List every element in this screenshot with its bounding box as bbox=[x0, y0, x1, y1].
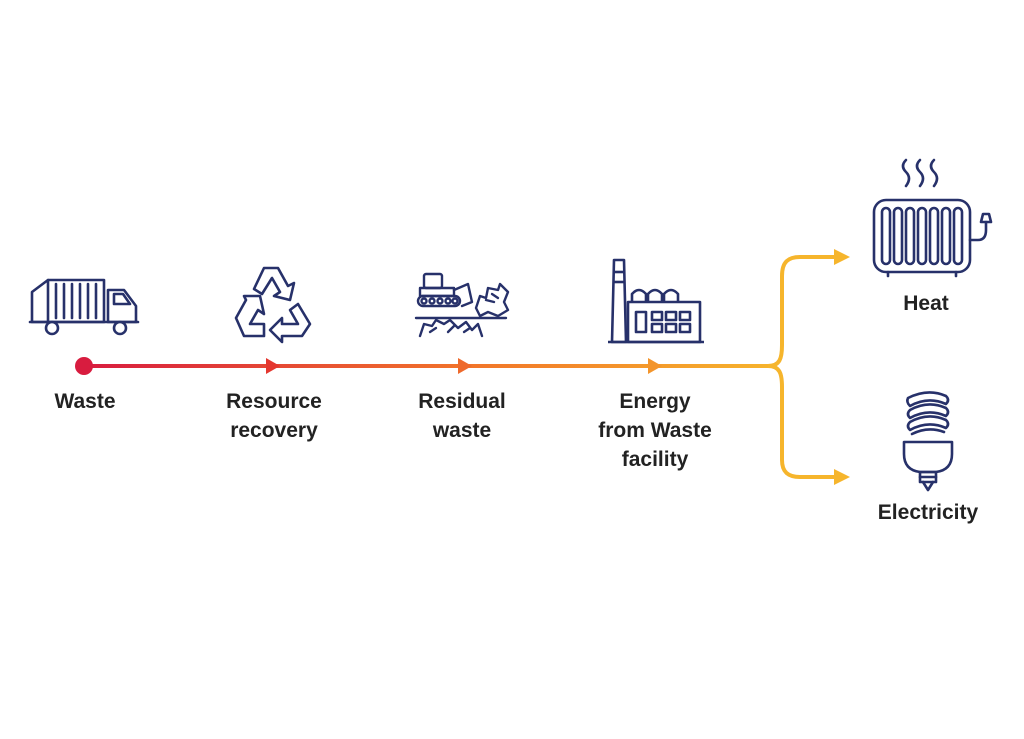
factory-icon bbox=[608, 256, 704, 346]
flow-arrow-3 bbox=[648, 358, 662, 374]
step-label-residual-waste: Residual waste bbox=[396, 387, 528, 445]
recycle-icon bbox=[232, 264, 316, 344]
step-label-line: facility bbox=[621, 448, 689, 471]
garbage-truck-icon bbox=[28, 276, 140, 338]
step-label-line: waste bbox=[432, 419, 492, 442]
step-label-line: Resource bbox=[226, 390, 322, 413]
branch-down-arrow bbox=[834, 469, 850, 485]
output-label-line: Electricity bbox=[877, 501, 979, 524]
step-label-resource-recovery: Resource recovery bbox=[204, 387, 344, 445]
start-dot bbox=[75, 357, 93, 375]
branch-down bbox=[767, 364, 838, 479]
step-label-waste: Waste bbox=[35, 387, 135, 416]
flow-arrow-2 bbox=[458, 358, 472, 374]
step-label-line: Residual bbox=[418, 390, 506, 413]
flow-arrow-1 bbox=[266, 358, 280, 374]
output-label-electricity: Electricity bbox=[858, 498, 998, 527]
branch-up bbox=[767, 255, 838, 368]
step-label-energy-from-waste: Energy from Waste facility bbox=[570, 387, 740, 474]
output-label-line: Heat bbox=[903, 292, 949, 315]
light-bulb-icon bbox=[900, 388, 956, 494]
step-label-line: from Waste bbox=[598, 419, 712, 442]
branch-up-arrow bbox=[834, 249, 850, 265]
step-label-line: Energy bbox=[619, 390, 691, 413]
output-label-heat: Heat bbox=[876, 289, 976, 318]
bulldozer-icon bbox=[414, 270, 510, 340]
step-label-line: recovery bbox=[230, 419, 318, 442]
step-label-line: Waste bbox=[54, 390, 116, 413]
radiator-icon bbox=[870, 156, 994, 278]
